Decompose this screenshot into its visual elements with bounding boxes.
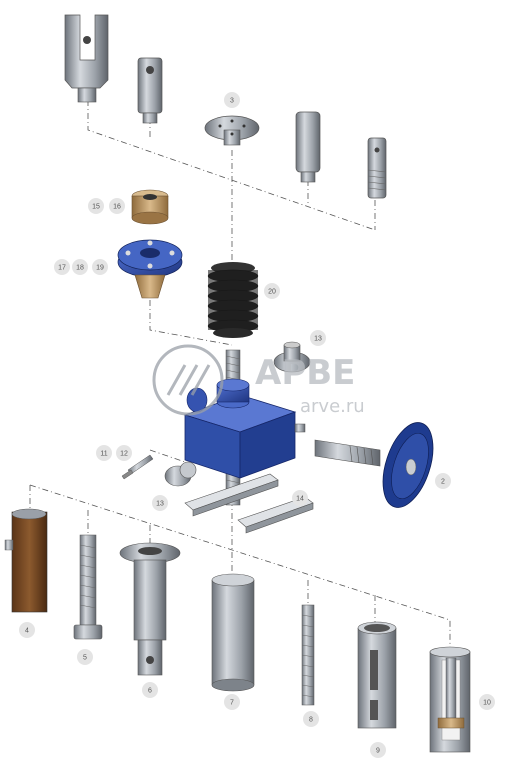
callout-c13a: 13 [310,330,326,346]
callout-badge [370,742,386,758]
callout-badge [72,259,88,275]
callout-c5: 5 [77,649,93,665]
bellows-tube-cover [4,508,48,613]
watermark-logo-icon [152,344,224,416]
callout-number: 2 [441,479,445,486]
watermark-site: arve.ru [300,396,365,417]
clevis-end [64,14,109,103]
callout-badge [88,198,104,214]
callout-number: 15 [92,204,100,211]
cutaway-safety-tube [429,646,471,753]
callout-number: 3 [230,98,234,105]
callout-number: 4 [25,628,29,635]
callout-c15: 15 [88,198,104,214]
callout-c17: 17 [54,259,70,275]
callout-badge [303,711,319,727]
callout-badge [435,473,451,489]
callout-number: 16 [113,204,121,211]
callout-badge [152,495,168,511]
callout-number: 13 [156,501,164,508]
callout-badge [292,490,308,506]
callout-c9: 9 [370,742,386,758]
callout-c8: 8 [303,711,319,727]
lifting-screw-threaded [73,534,103,640]
watermark: АРВЕ arve.ru [152,344,365,417]
callout-badge [19,622,35,638]
callout-c13b: 13 [152,495,168,511]
callout-number: 11 [100,451,107,458]
threaded-pin-end [367,137,387,199]
watermark-brand: АРВЕ [255,353,355,393]
bellows-boot [207,262,259,338]
callout-badge [116,445,132,461]
rod-eye-end [137,57,163,124]
callout-number: 18 [76,265,84,272]
callout-badge [310,330,326,346]
callout-c14: 14 [292,490,308,506]
callout-number: 8 [309,717,313,724]
callout-badge [224,92,240,108]
key-pin [121,454,154,480]
protective-tube [211,573,255,692]
callout-c12: 12 [116,445,132,461]
callout-labels: 3 15 16 17 18 19 20 13 11 12 13 14 2 4 5 6 7 8 9 10 [19,92,495,758]
callout-badge [479,694,495,710]
slotted-guide-tube [357,621,397,729]
callout-c7: 7 [224,694,240,710]
callout-number: 10 [483,700,491,707]
callout-badge [92,259,108,275]
callout-badge [54,259,70,275]
callout-c16: 16 [109,198,125,214]
callout-c2: 2 [435,473,451,489]
callout-number: 19 [96,265,104,272]
cylindrical-end [295,111,321,183]
callout-badge [96,445,112,461]
callout-number: 7 [230,700,234,707]
callout-number: 12 [120,451,128,458]
callout-number: 6 [148,688,152,695]
callout-c19: 19 [92,259,108,275]
callout-number: 17 [58,265,66,272]
mounting-bars [184,473,314,534]
callout-number: 13 [314,336,322,343]
handwheel [314,422,434,508]
callout-badge [264,283,280,299]
callout-c20: 20 [264,283,280,299]
bronze-nut [131,189,169,225]
bearing-cap-left [164,461,197,487]
callout-c4: 4 [19,622,35,638]
callout-number: 14 [296,496,304,503]
callout-badge [109,198,125,214]
callout-badge [224,694,240,710]
callout-c3: 3 [224,92,240,108]
blue-flange-nut [117,239,183,299]
bearing-cap-top [273,341,311,373]
callout-number: 5 [83,655,87,662]
callout-badge [142,682,158,698]
thin-threaded-rod [301,604,315,706]
callout-number: 20 [268,289,276,296]
flanged-tube [119,542,181,676]
callout-badge [77,649,93,665]
callout-c11: 11 [96,445,112,461]
callout-c6: 6 [142,682,158,698]
callout-c10: 10 [479,694,495,710]
top-plate [204,115,260,146]
callout-c18: 18 [72,259,88,275]
callout-number: 9 [376,748,380,755]
